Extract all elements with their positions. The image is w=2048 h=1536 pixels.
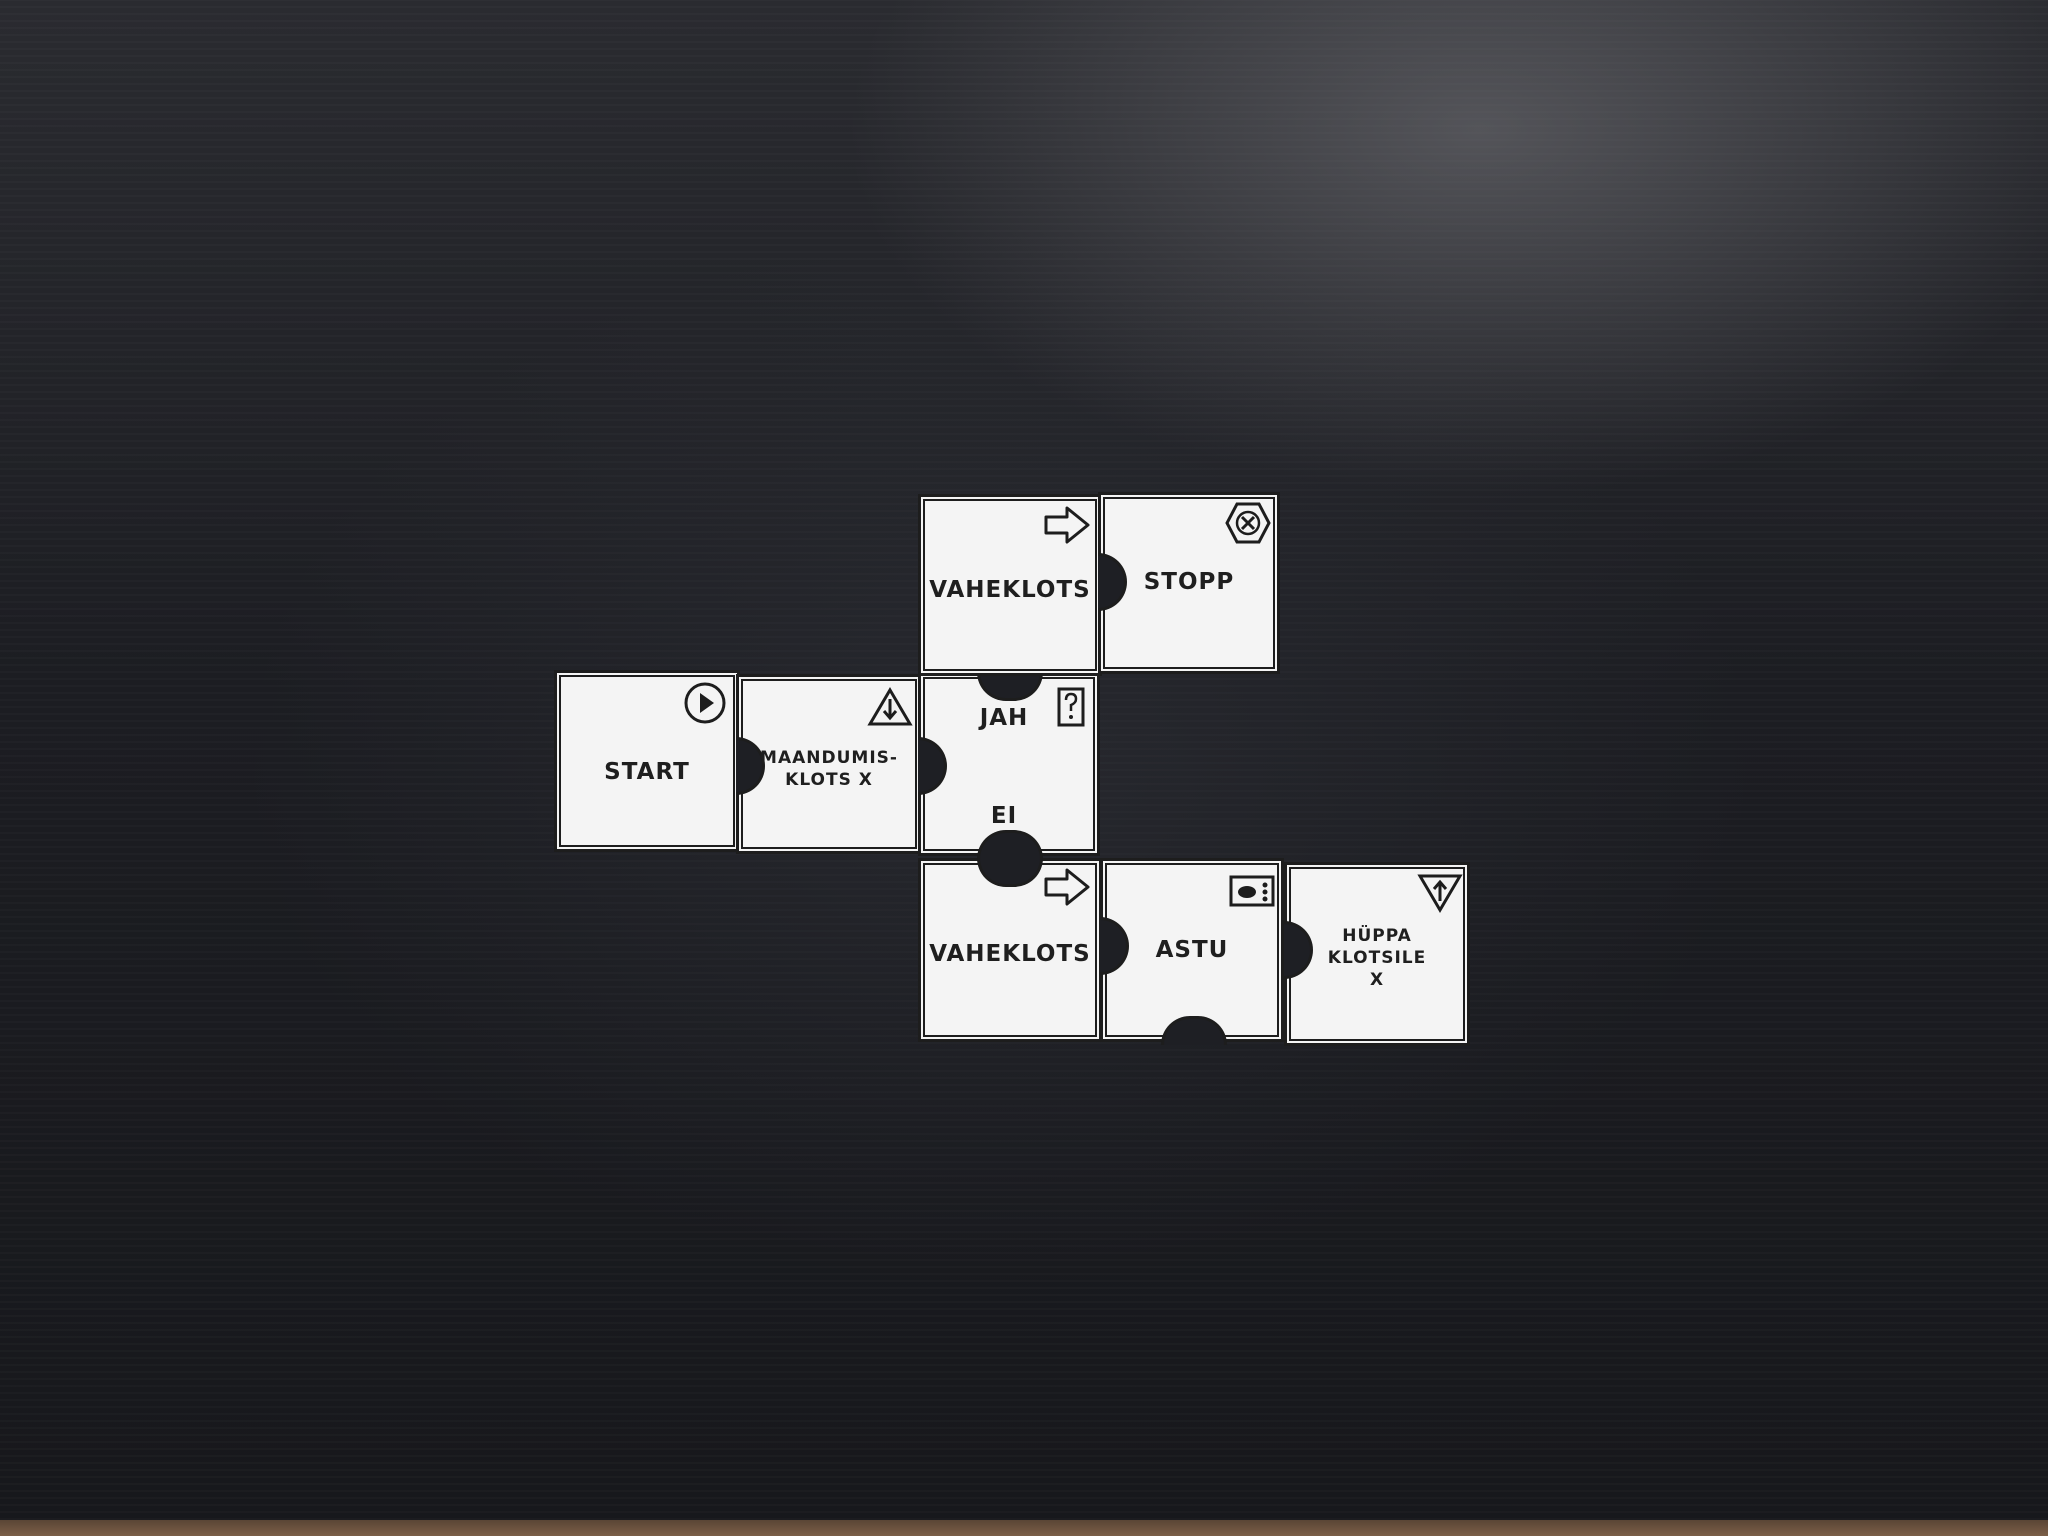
jump-card-label-line2: KLOTSILE [1327,948,1427,968]
step-card[interactable]: ASTU [1100,858,1284,1045]
puzzle-notch [977,830,1043,859]
landing-block-label-line2: KLOTS X [785,770,873,790]
connector-block-bottom-card[interactable]: VAHEKLOTS [918,858,1102,1042]
connector-block-top-label: VAHEKLOTS [929,577,1091,603]
hexagon-x-icon [1225,502,1271,544]
triangle-up-arrow-icon [1417,874,1463,913]
start-card-label: START [604,759,690,785]
jump-card-label-line3: X [1369,970,1385,990]
decision-card[interactable]: JAH EI [918,672,1100,859]
puzzle-notch [977,672,1043,701]
wooden-table-edge [0,1520,2048,1536]
connector-block-top-card[interactable]: VAHEKLOTS [918,494,1102,676]
puzzle-notch [1161,1016,1227,1045]
right-arrow-icon [1044,868,1090,906]
connector-block-bottom-label: VAHEKLOTS [929,941,1091,967]
step-card-label: ASTU [1155,937,1229,963]
play-circle-icon [684,682,726,724]
stop-card-label: STOPP [1143,569,1235,595]
start-card[interactable]: START [554,670,740,852]
jump-card[interactable]: HÜPPA KLOTSILE X [1284,862,1470,1046]
question-box-icon [1057,687,1085,727]
right-arrow-icon [1044,506,1090,544]
puzzle-notch [918,737,947,795]
stop-card[interactable]: STOPP [1098,492,1280,674]
jump-card-label-line1: HÜPPA [1342,926,1412,946]
decision-yes-label: JAH [979,705,1029,731]
puzzle-notch [977,858,1043,887]
landing-block-card[interactable]: MAANDUMIS- KLOTS X [736,674,922,854]
landing-block-label-line1: MAANDUMIS- [760,748,898,768]
decision-no-label: EI [990,803,1018,829]
warning-down-arrow-icon [867,687,913,726]
block-sensor-icon [1229,875,1275,907]
